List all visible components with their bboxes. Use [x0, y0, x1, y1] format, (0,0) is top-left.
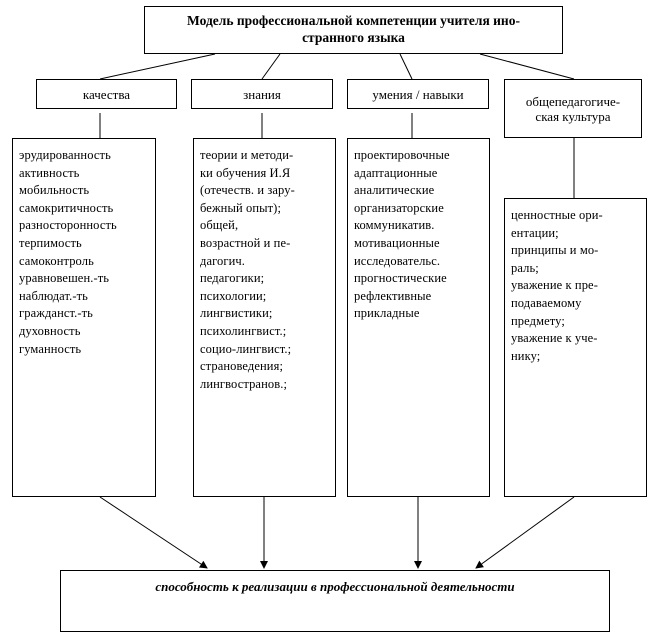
column-qualities-list: эрудированность активность мобильность с… — [12, 138, 156, 497]
column-knowledge-list: теории и методи- ки обучения И.Я (отечес… — [193, 138, 336, 497]
category-skills: умения / навыки — [347, 79, 489, 109]
arrow-col1-result — [99, 496, 208, 569]
category-qualities: качества — [36, 79, 177, 109]
line-title-cat3 — [399, 53, 413, 80]
result-ability: способность к реализации в профессиональ… — [60, 570, 610, 632]
column-skills-list: проектировочные адаптационные аналитичес… — [347, 138, 490, 497]
line-title-cat1 — [99, 53, 216, 80]
line-title-cat2 — [261, 53, 281, 80]
line-title-cat4 — [479, 53, 575, 80]
arrow-col4-result — [475, 496, 575, 569]
model-title: Модель профессиональной компетенции учит… — [144, 6, 563, 54]
column-pedagogical-culture-list: ценностные ори- ентации; принципы и мо- … — [504, 198, 647, 497]
category-knowledge: знания — [191, 79, 333, 109]
category-pedagogical-culture: общепедагогиче- ская культура — [504, 79, 642, 138]
